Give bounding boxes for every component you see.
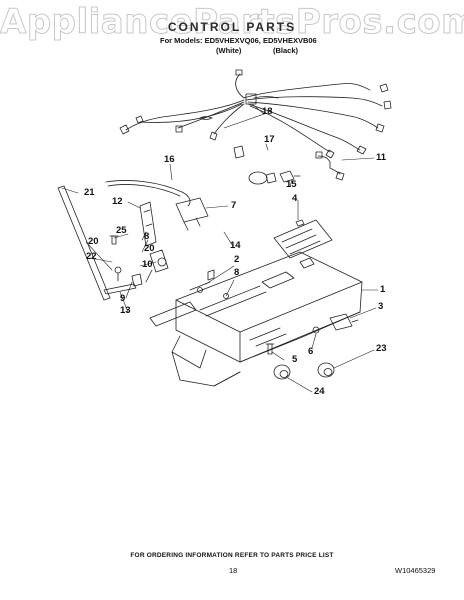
part-rod-21: [57, 185, 111, 301]
callout-8-upper: 8: [144, 231, 150, 242]
callout-4: 4: [292, 193, 298, 204]
part-knob-24: [273, 364, 291, 380]
callout-24: 24: [314, 386, 325, 397]
part-bulb-17: [248, 171, 277, 185]
callout-20-right: 20: [144, 243, 155, 254]
part-knob-23: [317, 362, 335, 378]
variant-white: (White): [216, 46, 242, 55]
callout-1: 1: [380, 284, 386, 295]
callout-16: 16: [164, 154, 175, 165]
part-clip-9: [131, 273, 143, 287]
part-screw-25: [109, 235, 119, 245]
callout-17: 17: [264, 134, 275, 145]
part-connector-11: [315, 151, 345, 181]
callout-21: 21: [84, 187, 95, 198]
watermark: AppliancePartsPros.com: [0, 2, 464, 43]
part-screw-5: [265, 343, 275, 355]
part-wire-16: [105, 180, 191, 207]
part-bracket-3: [329, 313, 359, 331]
wire-harness: [119, 69, 392, 159]
callout-13: 13: [120, 305, 131, 316]
part-bracket-12: [139, 201, 157, 247]
callout-18: 18: [262, 106, 273, 117]
ordering-note: FOR ORDERING INFORMATION REFER TO PARTS …: [130, 552, 334, 559]
variant-black: (Black): [273, 46, 299, 55]
part-screw-8: [197, 287, 229, 299]
callout-22: 22: [86, 251, 97, 262]
part-socket-15: [279, 170, 301, 183]
callout-9: 9: [120, 293, 126, 304]
callout-6: 6: [308, 346, 314, 357]
callout-14: 14: [230, 240, 241, 251]
part-screw-6: [312, 326, 320, 334]
page-title: CONTROL PARTS: [167, 20, 297, 34]
part-switch-7: [175, 197, 209, 231]
page-number: 18: [229, 566, 238, 575]
callout-10: 10: [142, 259, 153, 270]
callout-12: 12: [112, 196, 123, 207]
callout-3: 3: [378, 301, 384, 312]
part-thermostat-10: [145, 249, 169, 283]
callout-7: 7: [231, 200, 237, 211]
models-line: For Models: ED5VHEXVQ06, ED5VHEXVB06: [160, 36, 317, 45]
callout-11: 11: [376, 152, 387, 163]
callout-20-left: 20: [88, 236, 99, 247]
callout-8-lower: 8: [234, 267, 240, 278]
part-control-board-4: [273, 219, 333, 259]
part-bar-13: [103, 283, 137, 295]
callout-5: 5: [292, 354, 298, 365]
callout-23: 23: [376, 343, 387, 354]
part-22: [114, 266, 122, 282]
part-clip-18: [233, 145, 245, 159]
document-number: W10465329: [395, 566, 436, 575]
callout-2: 2: [234, 254, 240, 265]
leader-lines: [61, 103, 379, 393]
callout-25: 25: [116, 225, 127, 236]
part-housing-1: [149, 251, 363, 387]
callout-15: 15: [286, 179, 297, 190]
